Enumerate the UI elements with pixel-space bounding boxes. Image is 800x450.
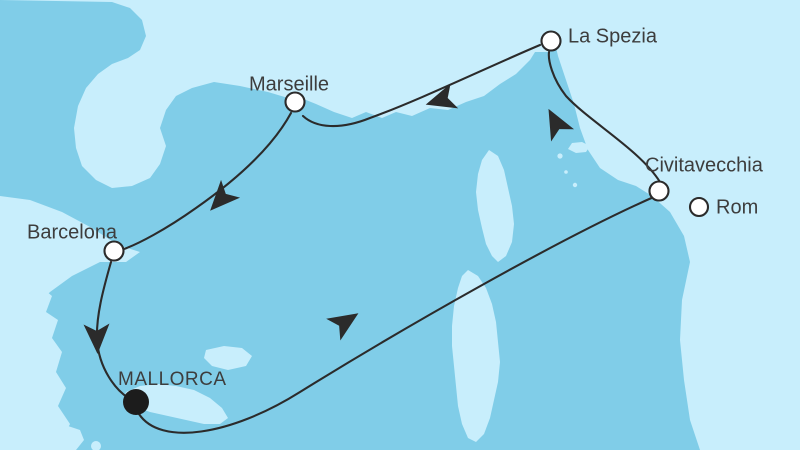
land-islet-3 <box>564 170 568 174</box>
direction-arrow-icon-marseille-bound <box>425 83 459 109</box>
land-iberia <box>0 0 74 450</box>
land-catalonia-coast <box>0 196 140 356</box>
route-segment-civitavecchia-la-spezia <box>547 50 662 184</box>
land-menorca <box>204 346 252 370</box>
direction-arrow-icon-la-spezia-bound <box>548 108 575 142</box>
land-islet-1 <box>557 153 563 159</box>
land-ibiza <box>48 426 84 450</box>
port-markers[interactable] <box>103 30 710 416</box>
route-lines <box>95 43 662 434</box>
port-label-marseille: Marseille <box>249 73 329 95</box>
land-france <box>0 0 800 188</box>
route-segment-mallorca-civitavecchia <box>137 194 658 434</box>
port-marker-la-spezia[interactable] <box>540 30 562 52</box>
direction-arrow-icon-mallorca-bound <box>83 323 110 354</box>
land-formentera <box>91 441 101 450</box>
port-label-la-spezia: La Spezia <box>568 25 658 47</box>
city-marker-rom[interactable] <box>688 196 710 218</box>
direction-arrow-icon-barcelona-bound <box>210 179 241 211</box>
direction-arrows <box>83 83 575 354</box>
port-labels: La Spezia Civitavecchia Rom Marseille Ba… <box>27 25 764 390</box>
land-sardinia <box>452 270 500 442</box>
land-islet-2 <box>572 182 578 188</box>
land-corsica <box>476 150 514 262</box>
direction-arrow-icon-civitavecchia-bound <box>326 313 359 341</box>
land-cote-dazur <box>296 0 552 118</box>
land-italy <box>548 0 800 450</box>
route-segment-marseille-barcelona <box>122 111 293 251</box>
land-elba <box>568 142 590 153</box>
port-label-barcelona: Barcelona <box>27 221 118 243</box>
port-label-civitavecchia: Civitavecchia <box>645 154 764 176</box>
home-port-marker-mallorca[interactable] <box>123 389 149 415</box>
city-label-rom: Rom <box>716 196 758 218</box>
home-port-label-mallorca: MALLORCA <box>118 369 227 390</box>
land-mallorca <box>124 384 228 424</box>
port-marker-civitavecchia[interactable] <box>648 180 670 202</box>
port-marker-barcelona[interactable] <box>103 240 125 262</box>
route-segment-la-spezia-marseille <box>301 43 542 128</box>
port-marker-marseille[interactable] <box>284 91 306 113</box>
